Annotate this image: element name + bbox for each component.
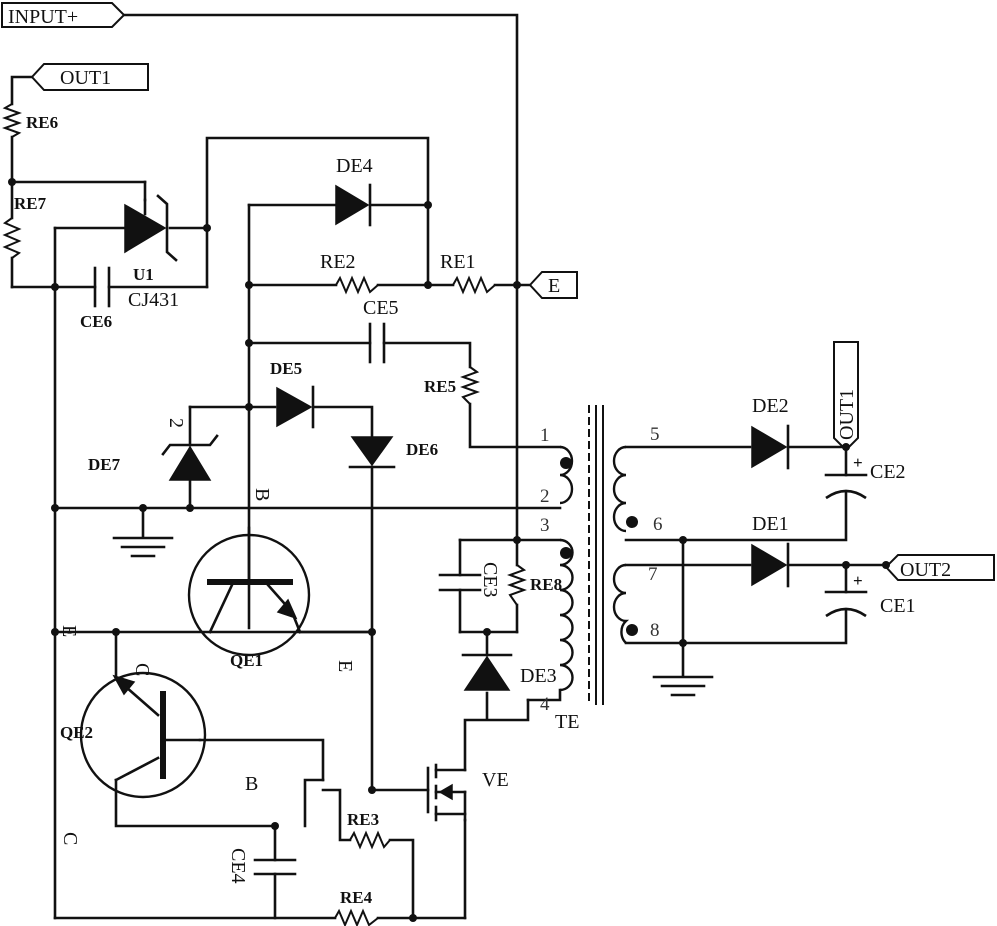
qe2-label: QE2 [60,723,93,742]
te-pin-4: 4 [540,694,550,715]
port-e-label: E [548,275,560,297]
capacitor-ce2: + CE2 [824,453,906,500]
wires [10,13,888,920]
transistor-qe2: E C QE2 B C [58,625,258,845]
qe1-base-label: B [251,488,273,501]
diode-de1: DE1 [751,513,790,588]
qe2-base-label: B [245,773,258,795]
te-pin-5: 5 [650,424,660,445]
diode-de4: DE4 [335,155,373,227]
re6-label: RE6 [26,113,58,132]
re7-label: RE7 [14,194,47,213]
re4-label: RE4 [340,888,373,907]
ce1-label: CE1 [880,595,916,617]
u1-part-label: CJ431 [128,289,179,311]
u1-ref-label: U1 [133,265,154,284]
ce2-label: CE2 [870,461,906,483]
de7-label: DE7 [88,455,121,474]
resistor-re4: RE4 [334,888,379,926]
resistor-re2: RE2 [320,251,379,295]
resistor-re7: RE7 [2,194,47,259]
te-pin-6: 6 [653,514,663,535]
diode-de6: DE6 [348,436,438,469]
te-pin-7: 7 [648,564,658,585]
transistor-qe1: B E QE1 [187,488,356,672]
port-input-plus: INPUT+ [1,2,126,28]
resistor-re3: RE3 [347,810,391,850]
ic-u1-cj431: U1 CJ431 [124,194,179,311]
resistor-re8: RE8 [507,564,562,606]
qe2-emitter-label: E [58,625,80,637]
capacitor-ce3: CE3 [438,562,501,598]
te-pin-8: 8 [650,620,660,641]
ce4-label: CE4 [227,848,249,884]
qe1-emitter-label: E [334,660,356,672]
zener-de7: DE7 2 [88,418,219,481]
de3-label: DE3 [520,665,557,687]
mosfet-ve: VE [426,763,509,822]
transformer-te: 1 2 3 4 5 6 7 8 TE [540,405,663,733]
ce5-label: CE5 [363,297,399,319]
ce6-label: CE6 [80,312,112,331]
qe1-label: QE1 [230,651,263,670]
qe2-c-bottom-label: C [59,832,81,845]
port-input-plus-label: INPUT+ [8,6,78,28]
capacitor-ce1: + CE1 [824,571,916,618]
de2-label: DE2 [752,395,789,417]
port-e: E [528,271,578,299]
capacitor-ce5: CE5 [363,297,399,364]
ce2-plus: + [853,453,863,472]
capacitor-ce4: CE4 [227,848,297,884]
de4-label: DE4 [336,155,373,177]
de5-label: DE5 [270,359,302,378]
te-pin-2: 2 [540,486,550,507]
resistor-re5: RE5 [424,366,480,405]
junctions [8,178,890,922]
ground-symbol-right [652,675,714,697]
diode-de5: DE5 [270,359,315,429]
re8-label: RE8 [530,575,562,594]
ce1-plus: + [853,571,863,590]
de1-label: DE1 [752,513,789,535]
port-out1-left: OUT1 [30,63,149,91]
te-ref-label: TE [555,711,579,733]
port-out2-label: OUT2 [900,559,951,581]
mosfet-label: VE [482,769,509,791]
resistor-re6: RE6 [2,103,58,138]
de7-pin-label: 2 [165,418,187,428]
te-pin-3: 3 [540,515,550,536]
ground-symbol-left [112,536,174,558]
port-out1-left-label: OUT1 [60,67,111,89]
port-out2: OUT2 [884,554,995,581]
ce3-label: CE3 [479,562,501,598]
diode-de3: DE3 [461,653,557,691]
resistor-re1: RE1 [440,251,496,295]
port-out1-right: OUT1 [833,341,859,452]
capacitor-ce6: CE6 [80,266,112,331]
qe2-collector-label: C [131,663,153,676]
re3-label: RE3 [347,810,379,829]
port-out1-right-label: OUT1 [836,389,858,440]
re5-label: RE5 [424,377,456,396]
te-pin-1: 1 [540,425,550,446]
de6-label: DE6 [406,440,438,459]
re1-label: RE1 [440,251,476,273]
diode-de2: DE2 [751,395,790,470]
re2-label: RE2 [320,251,356,273]
